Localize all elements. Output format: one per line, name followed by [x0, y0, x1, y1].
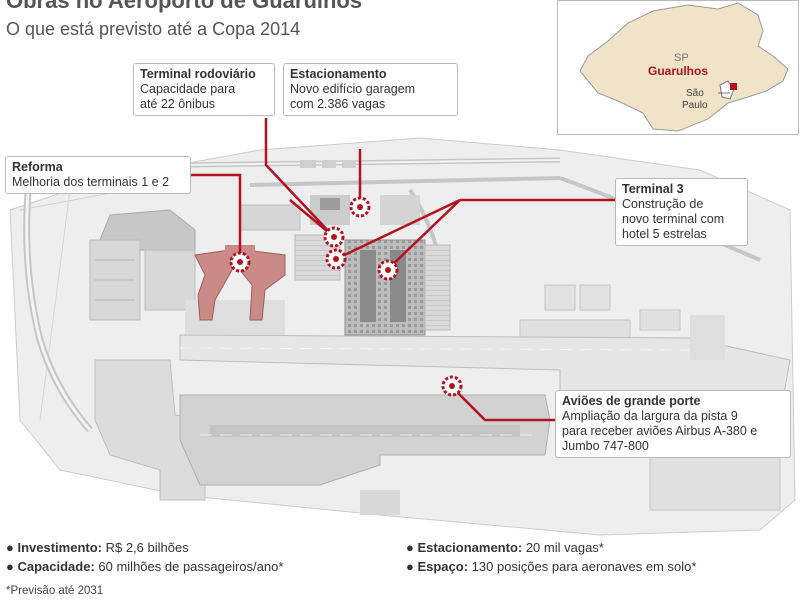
callout-rodoviario-title: Terminal rodoviário — [140, 67, 256, 81]
callout-avioes-title: Aviões de grande porte — [562, 394, 701, 408]
callout-connectors — [191, 118, 615, 422]
page-subtitle: O que está previsto até a Copa 2014 — [6, 19, 301, 39]
fact-value: 60 milhões de passageiros/ano* — [94, 559, 284, 574]
target-marker-dots — [237, 204, 455, 389]
buildings — [239, 160, 681, 339]
fact-investimento: ● Investimento: R$ 2,6 bilhões — [6, 540, 189, 555]
fact-value: R$ 2,6 bilhões — [101, 540, 189, 555]
fact-espaco: ● Espaço: 130 posições para aeronaves em… — [406, 559, 696, 574]
inset-state-label: SP — [674, 52, 689, 64]
bullet-icon: ● — [6, 540, 18, 555]
callout-estacionamento-title: Estacionamento — [290, 67, 387, 81]
callout-estacionamento-text: Novo edifício garagem com 2.386 vagas — [290, 82, 416, 111]
callout-terminal-3-text: Construção de novo terminal com hotel 5 … — [622, 197, 725, 241]
callout-rodoviario-text: Capacidade para até 22 ônibus — [140, 82, 236, 111]
fact-label: Investimento: — [17, 540, 102, 555]
callout-reforma: Reforma Melhoria dos terminais 1 e 2 — [5, 156, 191, 194]
sao-paulo-state-map: SP Guarulhos São Paulo — [579, 2, 789, 132]
callout-avioes: Aviões de grande porte Ampliação da larg… — [555, 390, 791, 458]
terminal-3-area — [294, 234, 451, 336]
callout-rodoviario: Terminal rodoviário Capacidade para até … — [133, 63, 275, 116]
callout-terminal-3-title: Terminal 3 — [622, 182, 684, 196]
footnote: *Previsão até 2031 — [6, 585, 104, 597]
inset-capital-label-line2: Paulo — [682, 100, 708, 111]
fact-estacionamento: ● Estacionamento: 20 mil vagas* — [406, 540, 604, 555]
fact-label: Espaço: — [417, 559, 469, 574]
fact-label: Capacidade: — [17, 559, 95, 574]
bullet-icon: ● — [6, 559, 18, 574]
bullet-icon: ● — [406, 540, 418, 555]
inset-capital-label-line1: São — [686, 88, 704, 99]
fact-label: Estacionamento: — [417, 540, 523, 555]
callout-estacionamento: Estacionamento Novo edifício garagem com… — [283, 63, 458, 116]
fact-value: 20 mil vagas* — [522, 540, 604, 555]
fact-capacidade: ● Capacidade: 60 milhões de passageiros/… — [6, 559, 283, 574]
bullet-icon: ● — [406, 559, 418, 574]
callout-reforma-title: Reforma — [12, 160, 63, 174]
inset-map: SP Guarulhos São Paulo — [557, 0, 799, 135]
callout-avioes-text: Ampliação da largura da pista 9 para rec… — [562, 409, 758, 453]
page-title: Obras no Aeroporto de Guarulhos — [6, 0, 363, 13]
callout-terminal-3: Terminal 3 Construção de novo terminal c… — [615, 178, 748, 246]
callout-reforma-text: Melhoria dos terminais 1 e 2 — [12, 175, 170, 189]
inset-city-label: Guarulhos — [648, 64, 708, 78]
fact-value: 130 posições para aeronaves em solo* — [468, 559, 697, 574]
